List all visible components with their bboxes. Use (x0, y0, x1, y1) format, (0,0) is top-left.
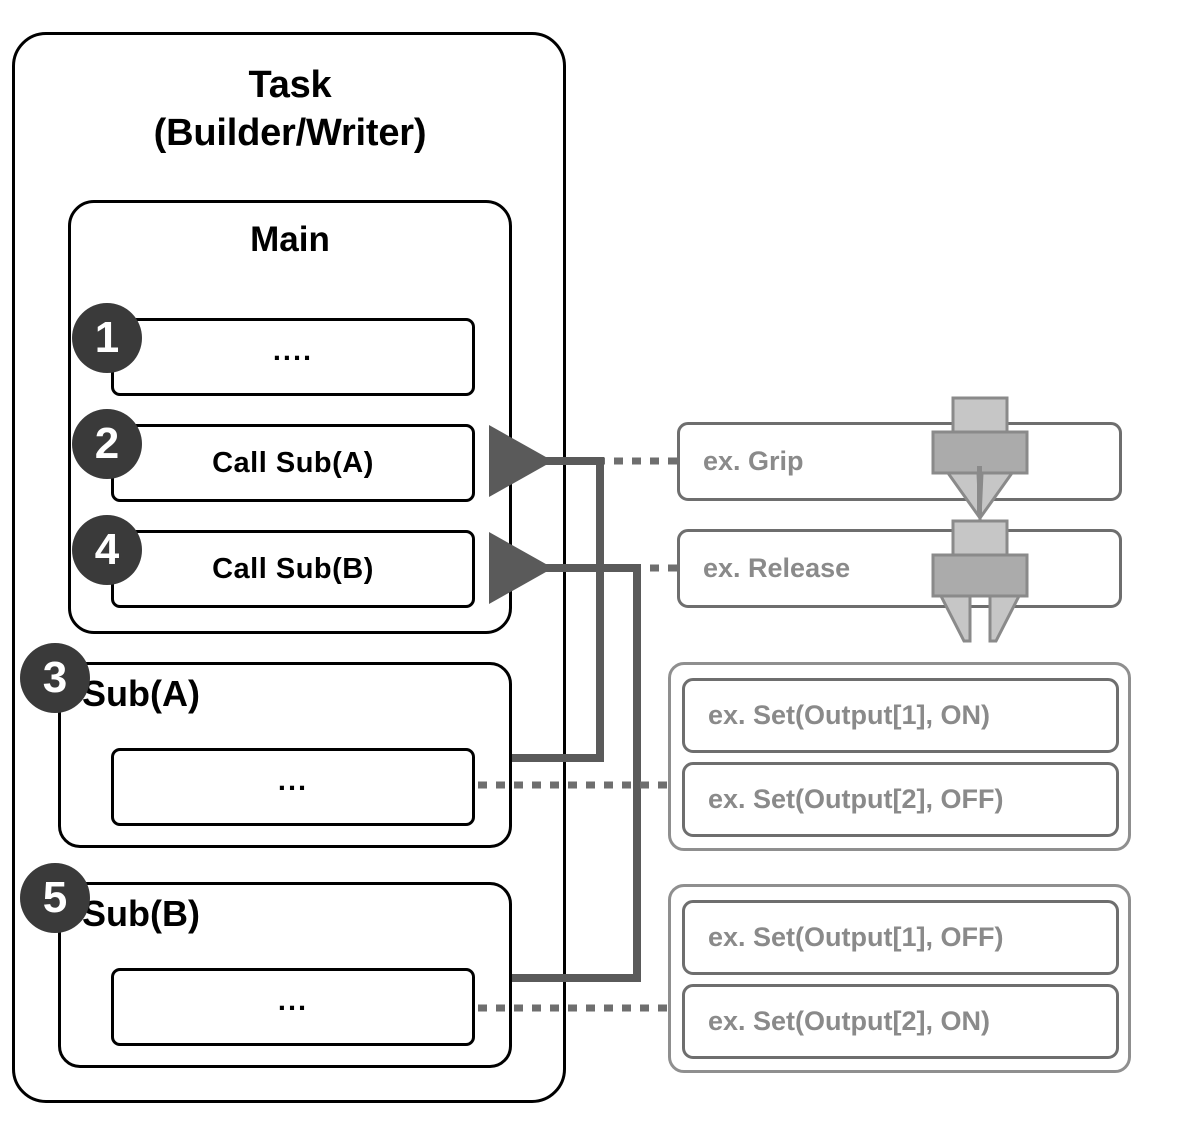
step-badge-5: 5 (20, 863, 90, 933)
step-badge-3-number: 3 (42, 653, 68, 702)
step-badge-4-number: 4 (94, 525, 120, 574)
example-set-output1-on[interactable]: ex. Set(Output[1], ON) (682, 678, 1119, 753)
example-set-output2-off[interactable]: ex. Set(Output[2], OFF) (682, 762, 1119, 837)
step-badge-4: 4 (72, 515, 142, 585)
example-group-sub-a (668, 662, 1131, 851)
example-set-output1-off-label: ex. Set(Output[1], OFF) (708, 922, 1004, 952)
example-set-output2-on[interactable]: ex. Set(Output[2], ON) (682, 984, 1119, 1059)
example-release-box[interactable]: ex. Release (677, 529, 1122, 608)
main-step-4[interactable]: Call Sub(B) (111, 530, 475, 608)
gripper-open-icon (915, 519, 1045, 644)
sub-b-title: Sub(B) (82, 893, 200, 934)
example-set-output1-on-label: ex. Set(Output[1], ON) (708, 700, 990, 730)
sub-a-body-label: ... (277, 764, 309, 797)
task-title-line1: Task (248, 64, 332, 106)
example-set-output1-off[interactable]: ex. Set(Output[1], OFF) (682, 900, 1119, 975)
main-step-1[interactable]: .... (111, 318, 475, 396)
step-badge-2-number: 2 (94, 419, 120, 468)
task-title: Task (Builder/Writer) (60, 62, 520, 158)
example-grip-box[interactable]: ex. Grip (677, 422, 1122, 501)
sub-a-title: Sub(A) (82, 673, 200, 714)
example-set-output2-on-label: ex. Set(Output[2], ON) (708, 1006, 990, 1036)
step-badge-5-number: 5 (42, 873, 68, 922)
main-step-4-label: Call Sub(B) (212, 552, 374, 585)
sub-b-body-label: ... (277, 984, 309, 1017)
step-badge-1: 1 (72, 303, 142, 373)
gripper-closed-icon (915, 396, 1045, 524)
example-release-label: ex. Release (703, 553, 851, 583)
example-group-sub-b (668, 884, 1131, 1073)
main-step-2-label: Call Sub(A) (212, 446, 374, 479)
main-step-2[interactable]: Call Sub(A) (111, 424, 475, 502)
step-badge-3: 3 (20, 643, 90, 713)
main-step-1-label: .... (272, 334, 314, 367)
sub-a-body[interactable]: ... (111, 748, 475, 826)
main-title: Main (250, 220, 330, 259)
main-container (68, 200, 512, 634)
task-title-line2: (Builder/Writer) (153, 111, 427, 154)
step-badge-2: 2 (72, 409, 142, 479)
step-badge-1-number: 1 (94, 313, 120, 362)
example-set-output2-off-label: ex. Set(Output[2], OFF) (708, 784, 1004, 814)
sub-b-body[interactable]: ... (111, 968, 475, 1046)
example-grip-label: ex. Grip (703, 446, 804, 476)
